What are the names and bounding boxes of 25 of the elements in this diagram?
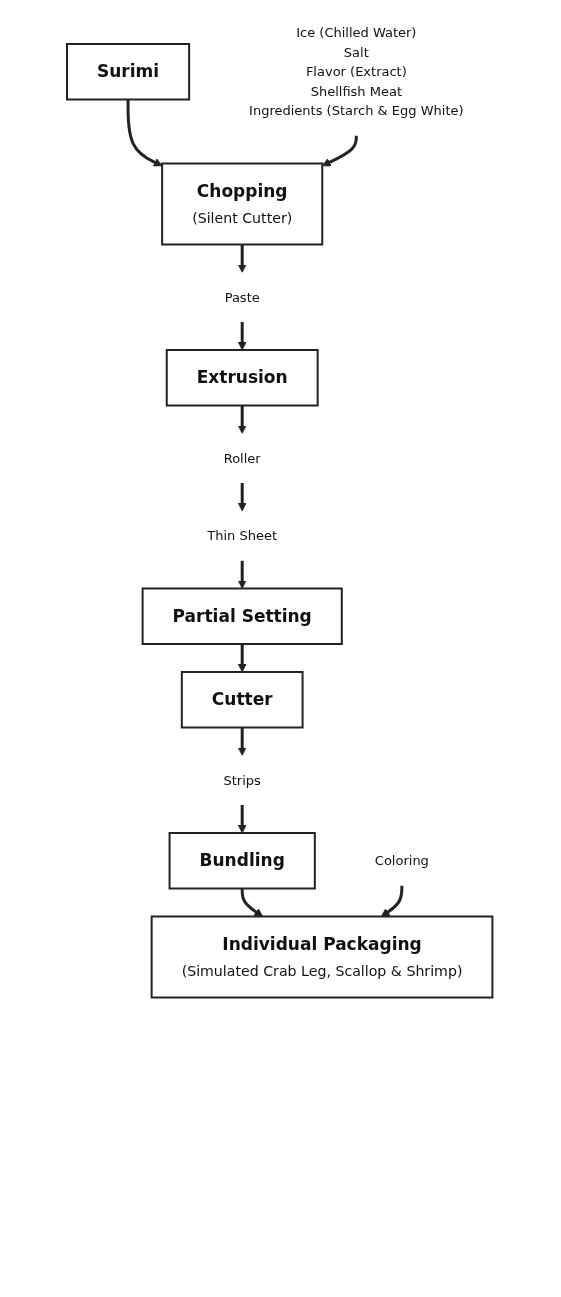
arrow [238, 727, 247, 756]
node-box: Cutter [181, 671, 304, 729]
arrow [238, 644, 247, 673]
node-box: Individual Packaging (Simulated Crab Leg, Scallop & Shrimp) [150, 915, 494, 999]
arrow [238, 405, 247, 434]
arrow [126, 99, 163, 167]
node-text: Coloring [375, 853, 430, 868]
arrow [238, 483, 247, 512]
node-box: Surimi [66, 43, 191, 101]
node-text: Paste [224, 289, 260, 305]
arrow [238, 560, 247, 589]
arrow [381, 885, 404, 917]
arrow [240, 888, 264, 917]
node-box: Bundling [168, 832, 317, 890]
node-box: Extrusion [165, 349, 319, 407]
node-text: Thin Sheet [207, 528, 278, 543]
arrow [238, 244, 247, 273]
arrow [238, 805, 247, 834]
node-box: Partial Setting [141, 587, 343, 645]
node-text: Strips [223, 772, 262, 788]
node-text: Ice (Chilled Water) Salt Flavor (Extract) Shellfish Meat Ingredients (Starch & Egg White) [249, 25, 464, 118]
arrow [238, 322, 247, 351]
node-text: Roller [223, 450, 261, 466]
arrow [322, 135, 359, 167]
node-box: Chopping (Silent Cutter) [161, 162, 324, 246]
